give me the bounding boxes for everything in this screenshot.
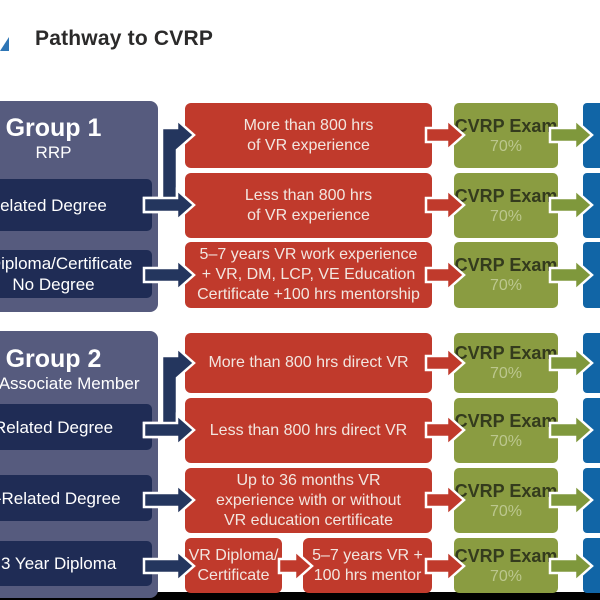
exam-score: 70% — [489, 137, 523, 155]
requirement-box-up-to-36: Up to 36 months VR experience with or wi… — [185, 468, 432, 533]
source-box-related-degree-g1: elated Degree — [0, 179, 152, 231]
group1-name: Group 1 — [5, 114, 102, 142]
requirement-box-less-800-direct: Less than 800 hrs direct VR — [185, 398, 432, 463]
logo-fragment-icon — [0, 37, 9, 51]
requirement-box-5-7-mentor: 5–7 years VR + 100 hrs mentor — [303, 538, 432, 593]
next-step-box-row6 — [583, 468, 600, 533]
source-box-non-related-degree: n-Related Degree — [0, 475, 152, 521]
source-box-related-degree-g2: Related Degree — [0, 404, 152, 450]
requirement-box-more-800: More than 800 hrs of VR experience — [185, 103, 432, 168]
exam-label: CVRP Exam — [454, 410, 558, 431]
exam-label: CVRP Exam — [454, 343, 558, 363]
exam-box-row4: CVRP Exam 70% — [454, 333, 558, 393]
group2-subtitle: SS, Associate Member — [0, 374, 140, 393]
bottom-edge-strip — [0, 592, 600, 600]
exam-box-row7: CVRP Exam 70% — [454, 538, 558, 593]
next-step-box-row1 — [583, 103, 600, 168]
exam-score: 70% — [489, 567, 523, 585]
group2-name: Group 2 — [5, 345, 102, 373]
next-step-box-row7 — [583, 538, 600, 593]
exam-score: 70% — [489, 365, 523, 382]
requirement-box-vr-diploma: VR Diploma/ Certificate — [185, 538, 282, 593]
requirement-box-less-800: Less than 800 hrs of VR experience — [185, 173, 432, 238]
exam-box-row6: CVRP Exam 70% — [454, 468, 558, 533]
group2-header: Group 2 SS, Associate Member — [0, 344, 152, 394]
next-step-box-row4 — [583, 333, 600, 393]
exam-box-row3: CVRP Exam 70% — [454, 242, 558, 308]
exam-label: CVRP Exam — [454, 545, 558, 566]
group1-header: Group 1 RRP — [0, 113, 152, 163]
exam-box-row5: CVRP Exam 70% — [454, 398, 558, 463]
page-title: Pathway to CVRP — [35, 27, 214, 50]
exam-label: CVRP Exam — [454, 255, 558, 275]
exam-label: CVRP Exam — [454, 480, 558, 501]
requirement-box-more-800-direct: More than 800 hrs direct VR — [185, 333, 432, 393]
exam-label: CVRP Exam — [454, 115, 558, 136]
next-step-box-row5 — [583, 398, 600, 463]
exam-box-row1: CVRP Exam 70% — [454, 103, 558, 168]
next-step-box-row2 — [583, 173, 600, 238]
requirement-box-5-7-years: 5–7 years VR work experience + VR, DM, L… — [185, 242, 432, 308]
source-box-three-year-diploma: r 3 Year Diploma — [0, 541, 152, 586]
source-box-diploma-no-degree: d Diploma/Certificate No Degree — [0, 250, 152, 298]
next-step-box-row3 — [583, 242, 600, 308]
exam-label: CVRP Exam — [454, 185, 558, 206]
group1-subtitle: RRP — [35, 143, 72, 162]
exam-score: 70% — [489, 207, 523, 225]
exam-score: 70% — [489, 277, 523, 294]
exam-box-row2: CVRP Exam 70% — [454, 173, 558, 238]
exam-score: 70% — [489, 432, 523, 450]
exam-score: 70% — [489, 502, 523, 520]
